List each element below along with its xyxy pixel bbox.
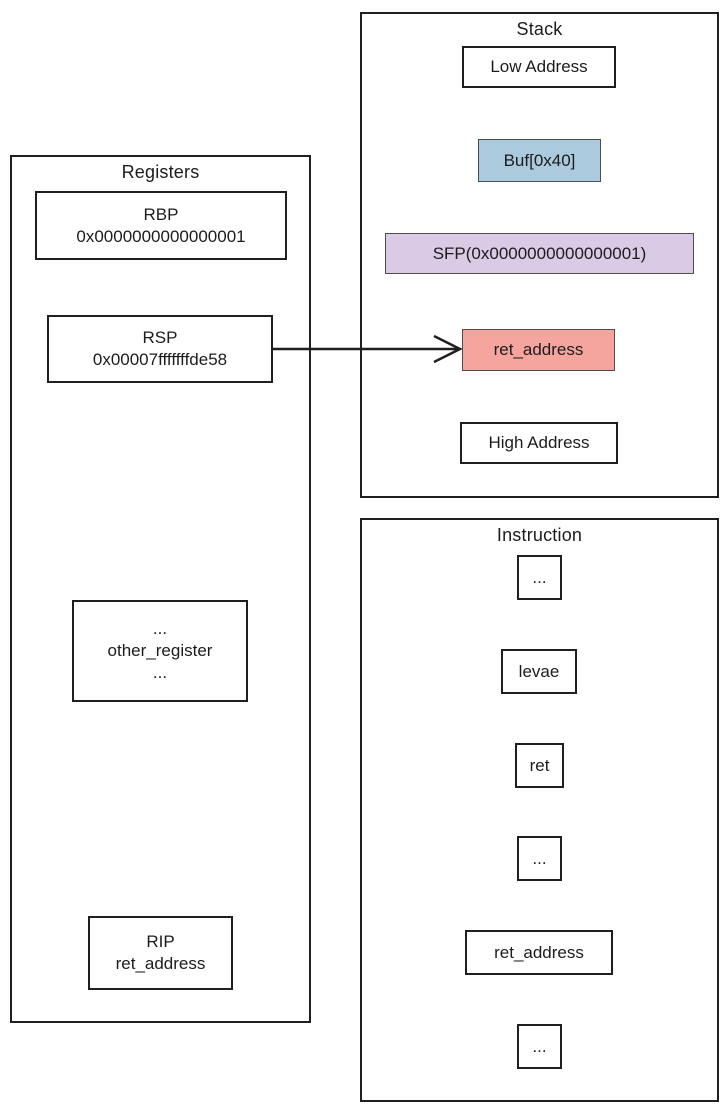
buf-label: Buf[0x40] (503, 150, 576, 170)
register-rbp-box: RBP 0x0000000000000001 (35, 191, 287, 260)
instruction-ret-address-label: ret_address (494, 942, 584, 962)
stack-item-buf: Buf[0x40] (478, 139, 601, 182)
low-address-label: Low Address (490, 57, 588, 76)
sfp-label: SFP(0x0000000000000001) (432, 243, 647, 263)
instruction-item-levae: levae (501, 649, 577, 694)
rbp-value: 0x0000000000000001 (76, 226, 246, 246)
instruction-item-ellipsis-1: ... (517, 555, 562, 600)
instruction-ellipsis-1-label: ... (532, 567, 547, 587)
instruction-item-ellipsis-3: ... (517, 1024, 562, 1069)
stack-item-sfp: SFP(0x0000000000000001) (385, 233, 694, 274)
instruction-ellipsis-3-label: ... (532, 1036, 547, 1056)
instruction-levae-label: levae (518, 661, 560, 681)
instruction-panel-title: Instruction (496, 525, 583, 545)
stack-item-low-address: Low Address (462, 46, 616, 88)
registers-panel-title: Registers (121, 162, 200, 182)
stack-panel-title: Stack (516, 19, 563, 39)
registers-panel: Registers RBP 0x0000000000000001 RSP 0x0… (10, 155, 311, 1023)
instruction-item-ret: ret (515, 743, 564, 788)
ret-address-label: ret_address (493, 340, 584, 359)
rip-value: ret_address (115, 954, 206, 973)
instruction-item-ellipsis-2: ... (517, 836, 562, 881)
instruction-ellipsis-2-label: ... (532, 848, 547, 868)
rip-label: RIP (146, 932, 175, 951)
instruction-item-ret-address: ret_address (465, 930, 613, 975)
register-rip-box: RIP ret_address (88, 916, 233, 990)
register-other-box: ... other_register ... (72, 600, 248, 702)
stack-item-high-address: High Address (460, 422, 618, 464)
high-address-label: High Address (488, 433, 590, 452)
other-register-ellipsis-top: ... (152, 619, 168, 638)
rsp-label: RSP (142, 328, 178, 347)
stack-panel: Stack Low Address Buf[0x40] SFP(0x000000… (360, 12, 719, 498)
stack-item-ret-address: ret_address (462, 329, 615, 371)
rsp-value: 0x00007fffffffde58 (92, 350, 228, 369)
other-register-label: other_register (107, 641, 213, 660)
instruction-panel: Instruction ... levae ret ... ret_addres… (360, 518, 719, 1102)
rbp-label: RBP (143, 204, 179, 224)
instruction-ret-label: ret (529, 755, 550, 775)
register-rsp-box: RSP 0x00007fffffffde58 (47, 315, 273, 383)
other-register-ellipsis-bottom: ... (152, 663, 168, 682)
